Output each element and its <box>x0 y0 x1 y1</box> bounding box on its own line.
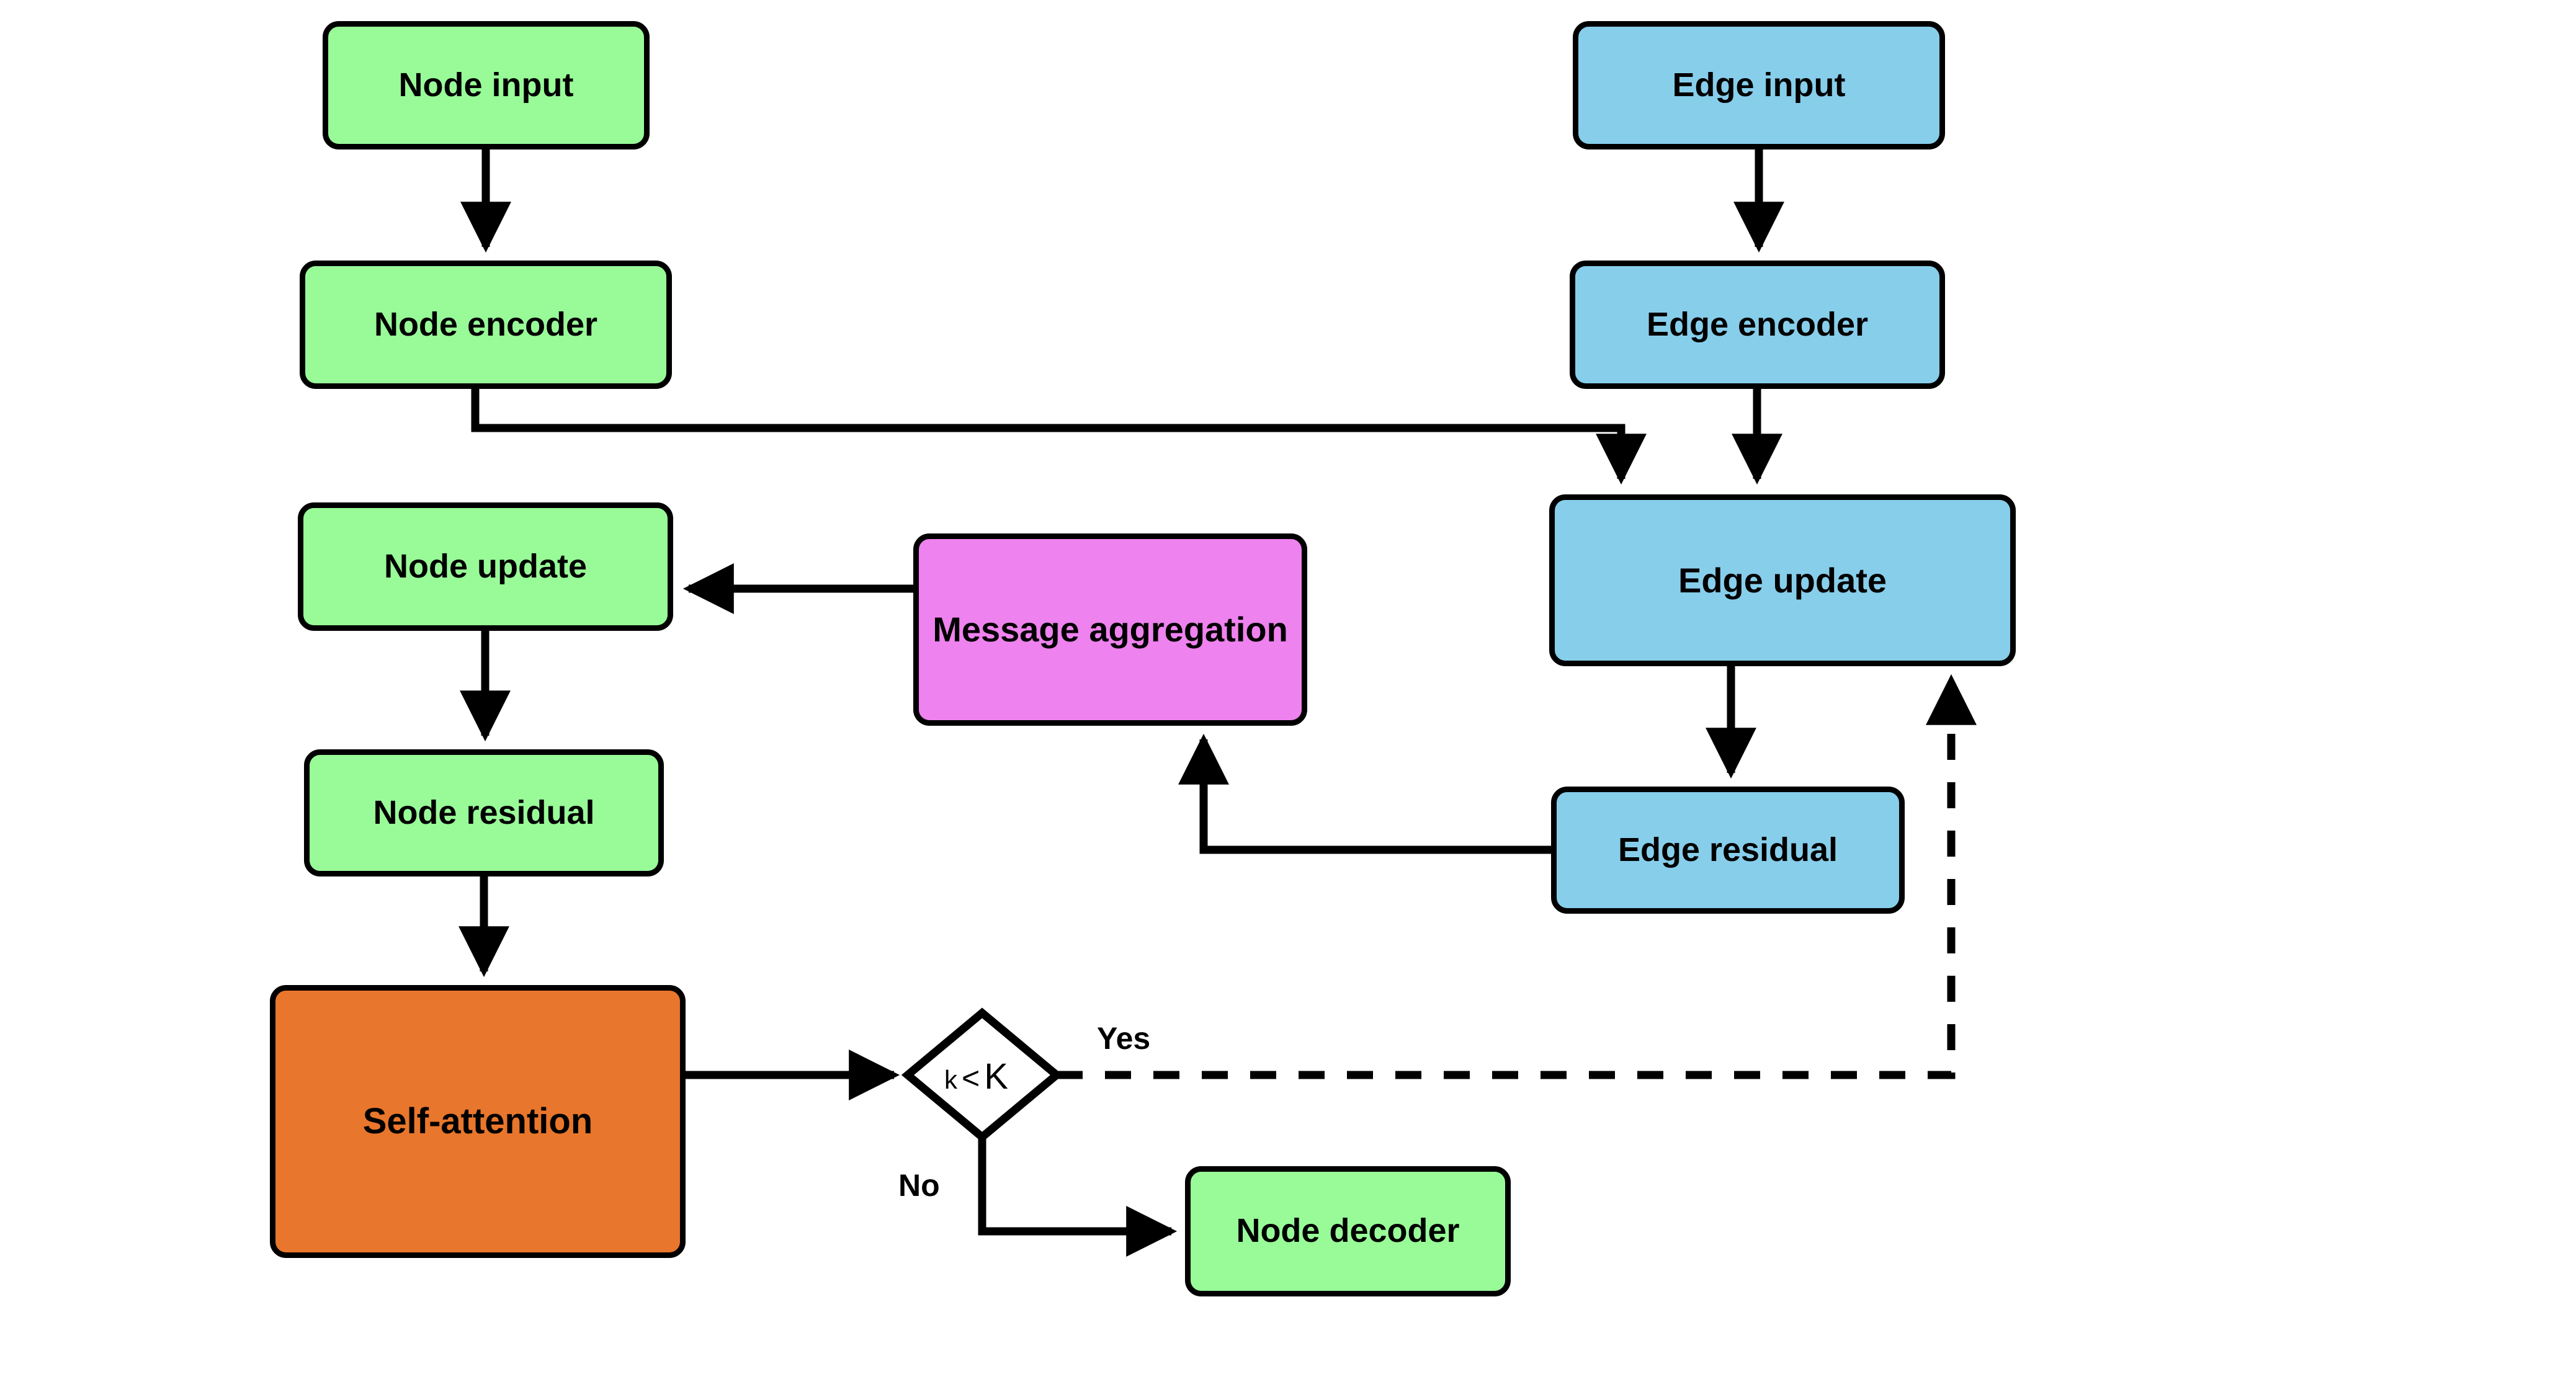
connector-node-encoder-to-edge-update <box>471 389 1647 485</box>
node-box-node-decoder[interactable]: Node decoder <box>1185 1166 1511 1296</box>
node-box-self-attention[interactable]: Self-attention <box>270 985 686 1258</box>
edge-label-no: No <box>898 1167 940 1203</box>
node-label: Node input <box>398 66 574 104</box>
edge-label-yes-text: Yes <box>1097 1021 1151 1056</box>
node-box-node-residual[interactable]: Node residual <box>304 749 664 876</box>
node-label: Node encoder <box>373 305 598 343</box>
node-label: Node decoder <box>1236 1212 1460 1250</box>
connector-edge-residual-to-message-aggregation <box>1178 733 1551 854</box>
node-box-edge-encoder[interactable]: Edge encoder <box>1570 261 1945 389</box>
decision-operator: < <box>962 1061 980 1095</box>
edge-label-yes: Yes <box>1097 1020 1150 1056</box>
decision-variable-K: K <box>984 1056 1008 1097</box>
node-label: Edge encoder <box>1646 305 1869 343</box>
node-box-edge-update[interactable]: Edge update <box>1549 494 2016 666</box>
node-label: Node update <box>383 547 587 585</box>
node-label: Node residual <box>373 793 595 831</box>
node-box-node-encoder[interactable]: Node encoder <box>300 261 672 389</box>
decision-variable-k: k <box>944 1065 957 1094</box>
node-label: Message aggregation <box>932 610 1288 649</box>
decision-condition-text: k < K <box>944 1056 1008 1097</box>
node-label: Edge input <box>1672 66 1846 104</box>
node-label: Edge residual <box>1617 831 1838 868</box>
node-label: Self-attention <box>362 1101 593 1142</box>
node-box-message-aggregation[interactable]: Message aggregation <box>913 533 1307 726</box>
edge-label-no-text: No <box>898 1168 940 1203</box>
node-box-node-update[interactable]: Node update <box>298 502 673 631</box>
connector-decision-no-to-node-decoder <box>978 1137 1178 1257</box>
node-box-edge-residual[interactable]: Edge residual <box>1551 787 1905 914</box>
node-label: Edge update <box>1678 560 1887 600</box>
node-box-edge-input[interactable]: Edge input <box>1573 21 1945 149</box>
node-box-node-input[interactable]: Node input <box>323 21 650 149</box>
